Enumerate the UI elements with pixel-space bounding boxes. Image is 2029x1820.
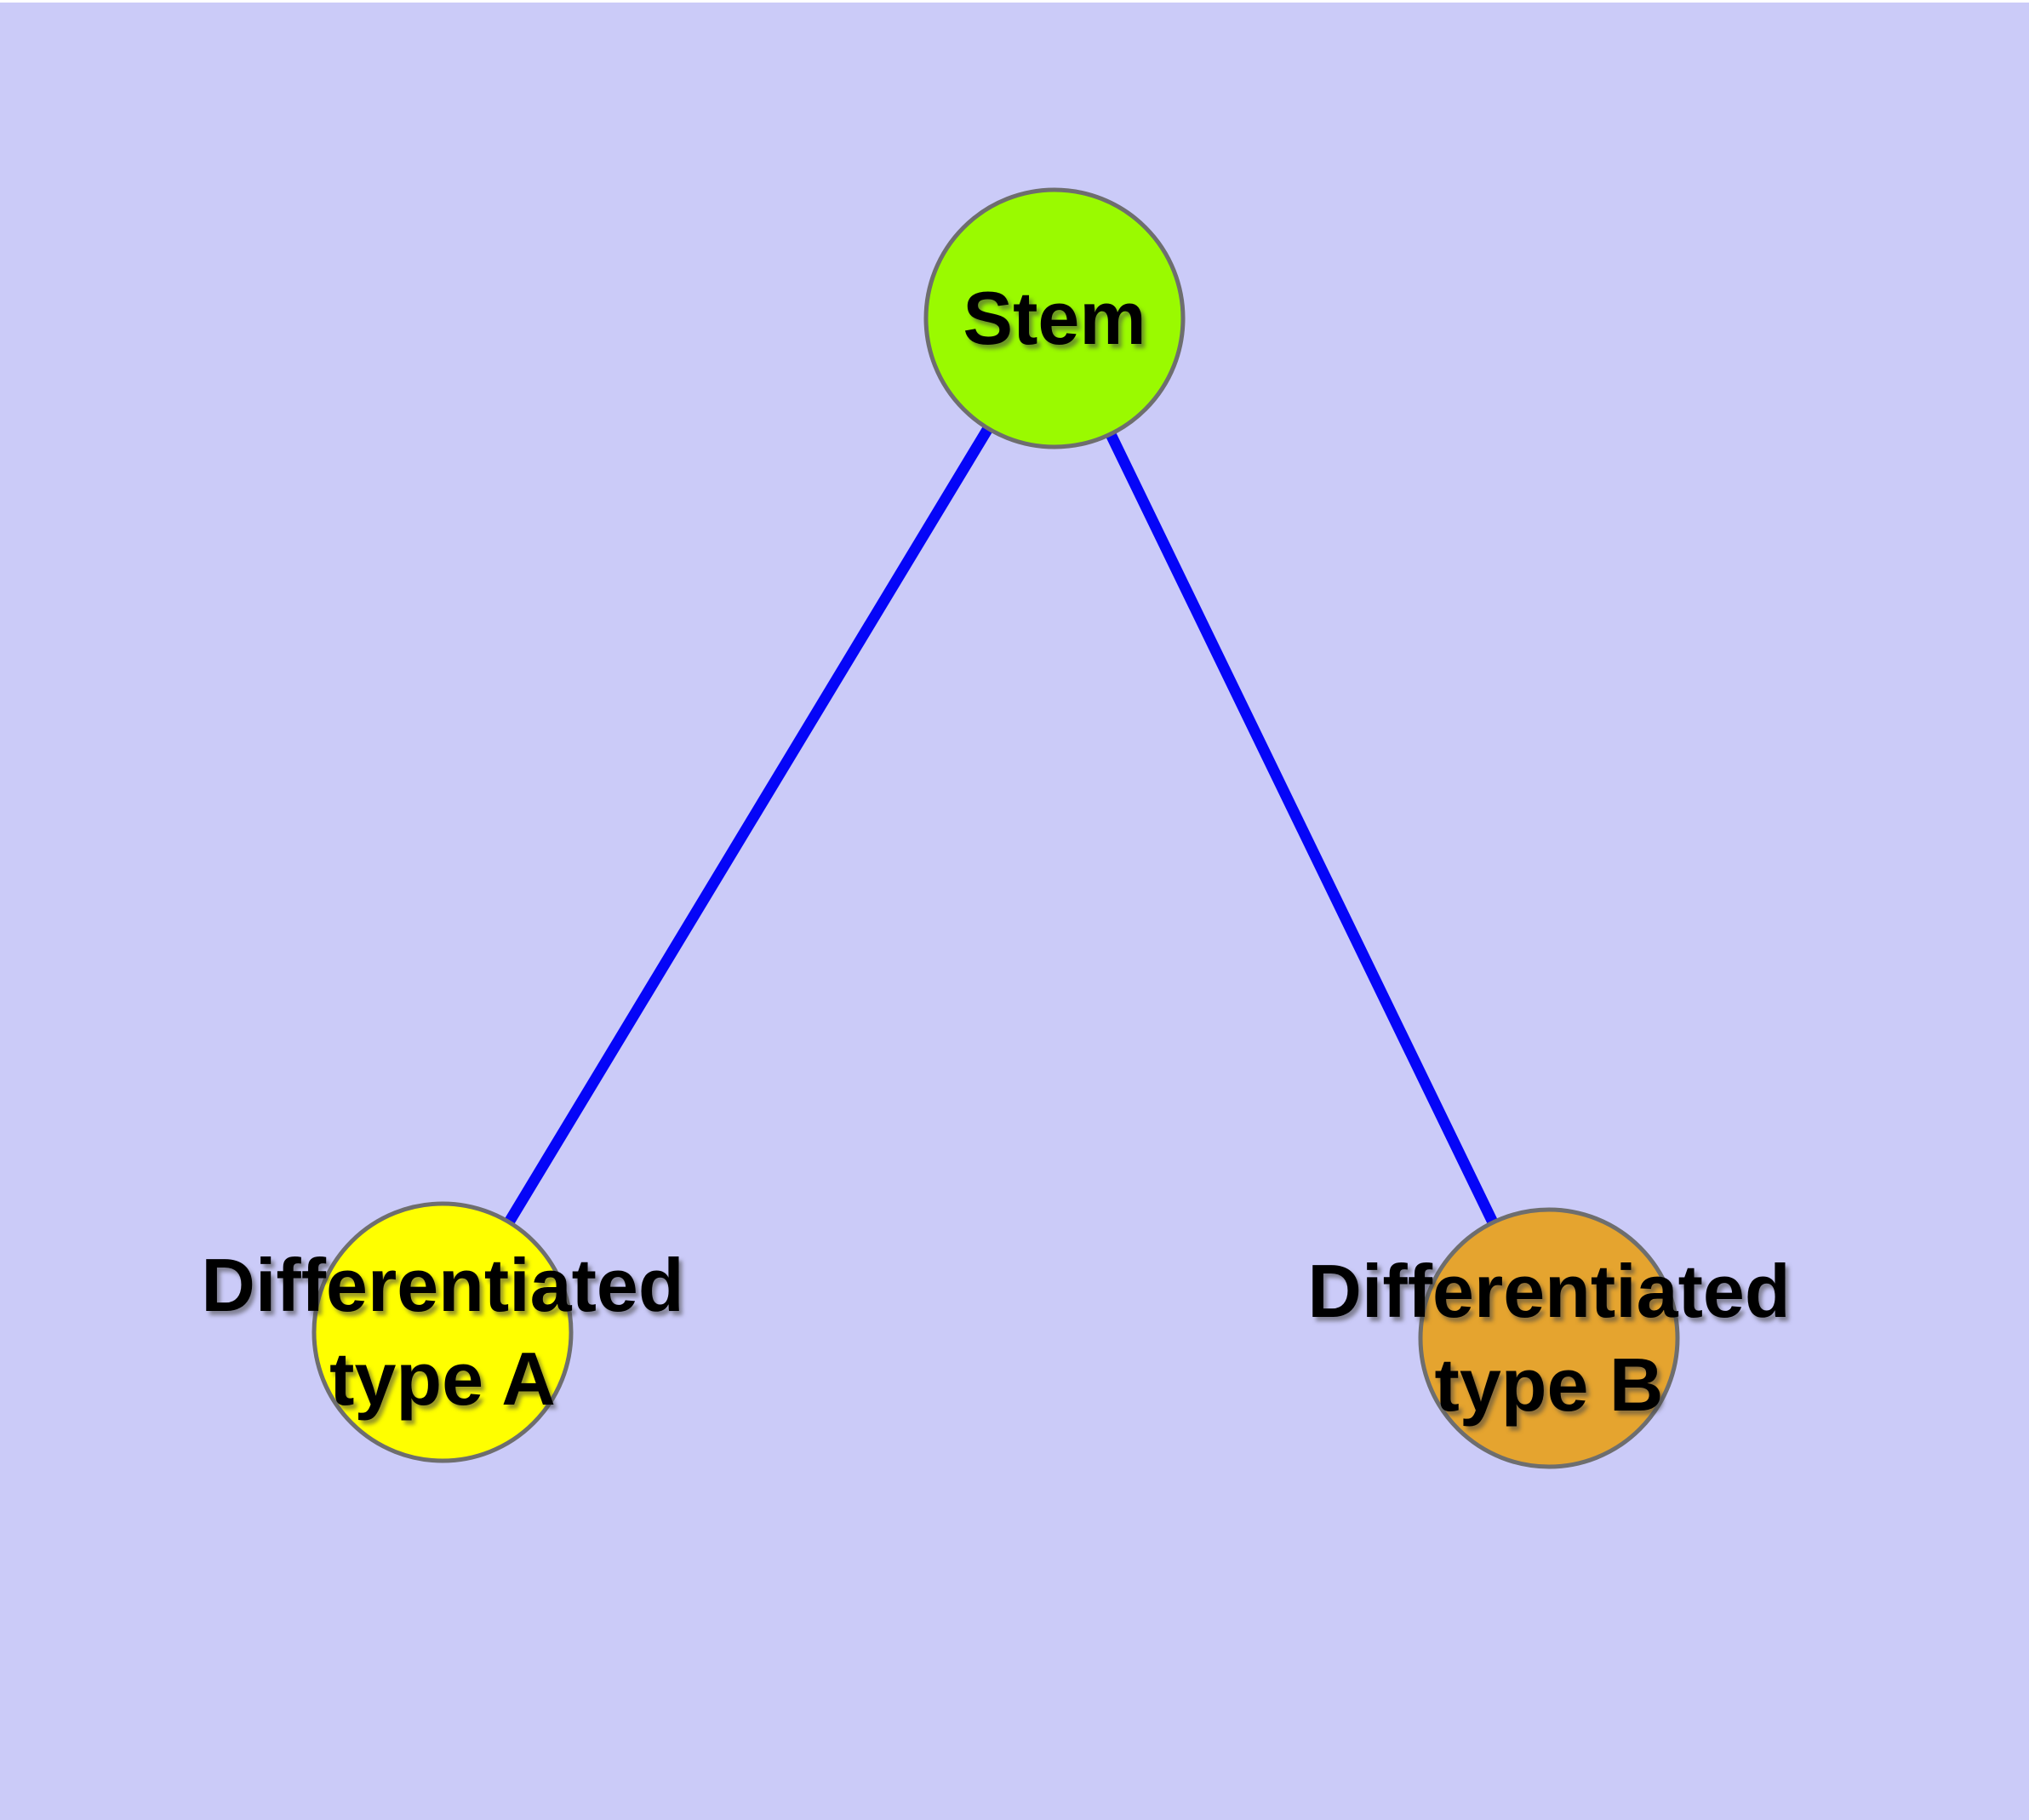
differentiated-type-a-label-line-1: Differentiated <box>201 1243 684 1327</box>
differentiated-type-b-label-line-1: Differentiated <box>1307 1249 1791 1333</box>
page-top-margin <box>0 0 2029 3</box>
node-label-differentiated-type-a: Differentiated type A <box>201 1239 683 1426</box>
stem-label-text: Stem <box>963 276 1146 360</box>
node-circle-stem <box>923 187 1186 449</box>
edge-stem-diff-a <box>437 315 1060 1336</box>
edge-stem-diff-b <box>1049 316 1554 1341</box>
node-circle-diff-a <box>311 1201 574 1463</box>
node-label-differentiated-type-b: Differentiated type B <box>1307 1245 1790 1432</box>
differentiated-type-a-label-line-2: type A <box>329 1336 556 1421</box>
node-label-stem: Stem <box>963 272 1146 365</box>
node-circle-diff-b <box>1418 1207 1680 1469</box>
differentiated-type-b-label-line-2: type B <box>1434 1342 1664 1427</box>
